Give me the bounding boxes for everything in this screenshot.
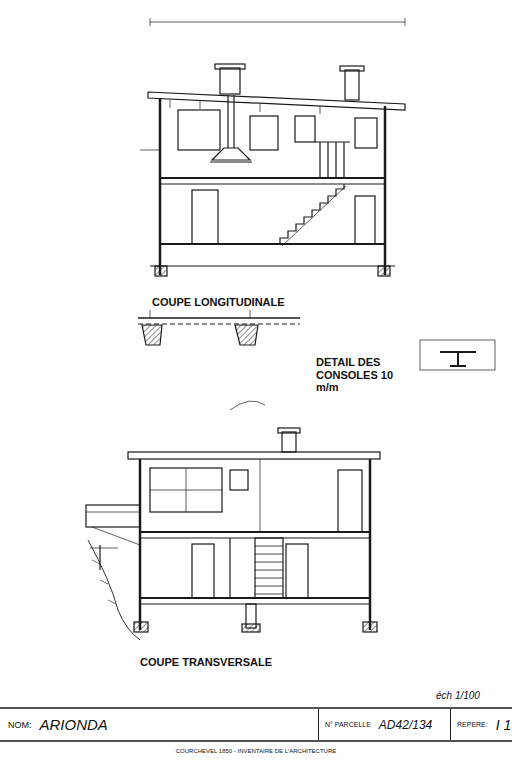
title-block-cell: N° PARCELLE AD42/134 <box>318 709 450 740</box>
credit-line: COURCHEVEL 1850 - INVENTAIRE DE L'ARCHIT… <box>0 748 512 755</box>
field-value: I 15 <box>496 717 512 733</box>
section-title: COUPE TRANSVERSALE <box>140 656 272 669</box>
field-name: REPERE: <box>457 721 488 728</box>
scale-note: éch 1/100 <box>436 690 480 702</box>
section-title: COUPE LONGITUDINALE <box>152 296 285 309</box>
field-value: AD42/134 <box>379 718 432 732</box>
field-name: N° PARCELLE <box>325 721 371 728</box>
title-block-cell: NOM: ARIONDA <box>2 709 318 740</box>
title-block-cell: REPERE: I 15 <box>450 709 512 740</box>
field-name: NOM: <box>8 720 32 730</box>
section-title: DETAIL DES CONSOLES 10 m/m <box>316 356 402 394</box>
field-value: ARIONDA <box>40 716 108 733</box>
